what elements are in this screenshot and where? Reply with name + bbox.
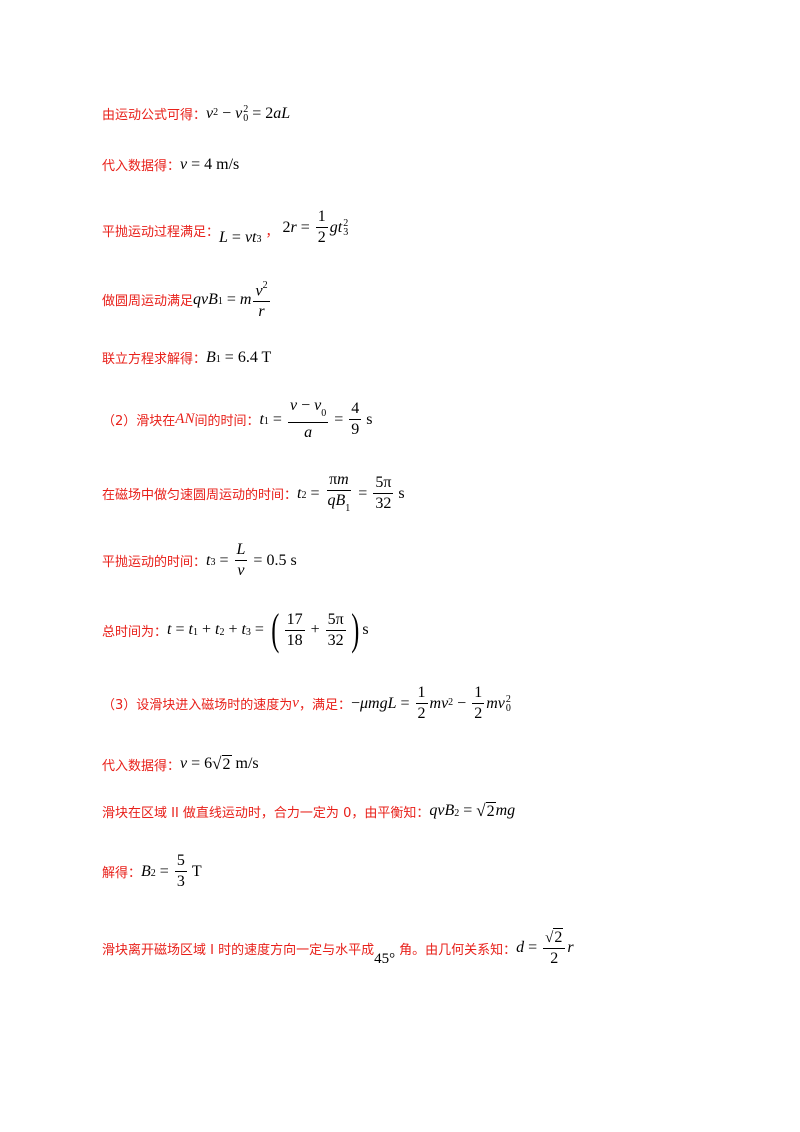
line-text: 总时间为： [102, 624, 168, 640]
sqrt: √2 [212, 754, 232, 773]
line-text-b: v [292, 695, 299, 711]
line-text: 由运动公式可得： [102, 108, 207, 123]
velocity-value: 4 m/s [204, 155, 240, 173]
line-text: 在磁场中做匀速圆周运动的时间： [102, 488, 298, 504]
line-text: 代入数据得： [102, 758, 181, 774]
line-text: 做圆周运动满足 [102, 294, 194, 310]
unit: T [191, 862, 202, 880]
line-text: 解得： [102, 866, 142, 881]
radicand: 2 [221, 755, 232, 773]
line-text-c: ，满足： [298, 698, 351, 713]
line-text-b: 角。由几何关系知： [399, 942, 517, 958]
fraction-denominator: 32 [375, 495, 392, 513]
line-text: 联立方程求解得： [102, 352, 207, 367]
fraction-denominator: 9 [351, 421, 360, 439]
fraction-numerator: 4 [349, 400, 362, 421]
line-text-a: （2）滑块在 [102, 414, 176, 430]
equation: v=6 √2 m/s [180, 754, 259, 773]
unit: s [398, 484, 405, 502]
line-text-b: AN [175, 411, 195, 428]
line-text: 平抛运动的时间： [102, 555, 207, 570]
line-text-a: （3）设滑块进入磁场时的速度为 [102, 698, 293, 713]
line-geometry: 滑块离开磁场区域 I 时的速度方向一定与水平成 45° 角。由几何关系知： d=… [102, 928, 574, 968]
fraction-numerator: 5 [174, 852, 187, 872]
unit: m/s [235, 755, 259, 772]
fraction-numerator: 5π [325, 611, 346, 631]
unit: s [362, 621, 369, 638]
line-text: 滑块在区域 II 做直线运动时，合力一定为 0，由平衡知： [102, 805, 430, 821]
line-substitute-v: 代入数据得： v=4 m/s [102, 155, 240, 175]
line-text: 平抛运动过程满足： [102, 225, 220, 240]
fraction-denominator: 3 [176, 873, 185, 890]
fraction-denominator: 32 [327, 631, 344, 649]
angle-value: 45° [374, 950, 396, 967]
t3-value: 0.5 s [266, 551, 297, 569]
line-text-a: 滑块离开磁场区域 I 时的速度方向一定与水平成 [102, 942, 375, 958]
b1-value: 6.4 T [237, 348, 272, 366]
line-substitute-v2: 代入数据得： v=6 √2 m/s [102, 754, 259, 774]
fraction-numerator: 5π [373, 474, 394, 495]
line-text: 代入数据得： [102, 159, 181, 174]
coefficient: 6 [204, 755, 213, 772]
unit: s [366, 410, 373, 428]
fraction-denominator: 18 [286, 631, 303, 649]
fraction-numerator: 17 [284, 611, 305, 631]
equation: v=4 m/s [180, 155, 240, 173]
line-text-c: 间的时间： [194, 414, 260, 430]
